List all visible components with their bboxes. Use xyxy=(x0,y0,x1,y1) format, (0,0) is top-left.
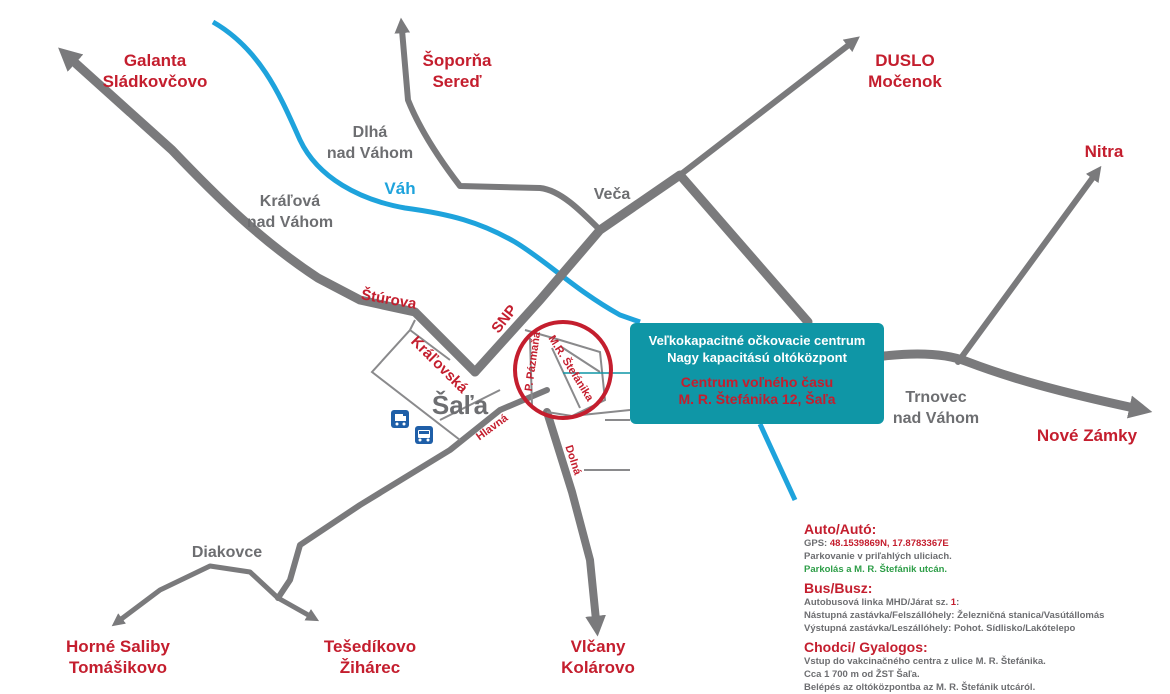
place-sladkovicovo: Sládkovčovo xyxy=(103,72,208,91)
info-car-line2: Parkovanie v priľahlých uliciach. xyxy=(804,551,952,562)
info-bus-line2: Nástupná zastávka/Felszállóhely: Železni… xyxy=(804,610,1105,621)
place-nitra: Nitra xyxy=(1085,142,1124,161)
vaccination-centre-marker xyxy=(513,320,613,420)
place-mocenok: Močenok xyxy=(868,72,942,91)
place-kralova-2: nad Váhom xyxy=(247,214,333,231)
callout-title-hu: Nagy kapacitású oltóközpont xyxy=(667,350,847,365)
road-horne-saliby xyxy=(111,563,281,627)
road-galanta xyxy=(58,47,420,317)
place-nove-zamky: Nové Zámky xyxy=(1037,426,1138,445)
streets-grid-west xyxy=(370,319,501,441)
river-vah-south xyxy=(757,422,798,502)
place-horne-saliby: Horné Saliby xyxy=(66,637,170,656)
road-vlcany xyxy=(543,408,606,637)
place-dlha-1: Dlhá xyxy=(353,124,388,141)
info-walk-line2: Cca 1 700 m od ŽST Šaľa. xyxy=(804,669,920,680)
road-nove-zamky xyxy=(879,349,1153,419)
place-trnovec-2: nad Váhom xyxy=(893,410,979,427)
place-sered: Sereď xyxy=(432,72,482,91)
place-trnovec-1: Trnovec xyxy=(905,389,966,406)
callout-venue: Centrum voľného času xyxy=(680,374,834,390)
bus-icon xyxy=(415,426,433,444)
place-soporna: Šoporňa xyxy=(423,51,492,70)
info-bus-line3: Výstupná zastávka/Leszállóhely: Pohot. S… xyxy=(804,623,1076,634)
road-nitra xyxy=(955,165,1102,365)
road-hlavna xyxy=(275,387,550,601)
road-duslo xyxy=(597,36,860,233)
place-ziharec: Žihárec xyxy=(340,658,400,677)
place-galanta: Galanta xyxy=(124,51,187,70)
place-diakovce: Diakovce xyxy=(192,544,262,561)
place-vlcany: Vlčany xyxy=(571,637,626,656)
info-walk-heading: Chodci/ Gyalogos: xyxy=(804,639,928,655)
info-walk-line3: Belépés az oltóközpontba az M. R. Štefán… xyxy=(804,682,1036,693)
info-walk-line1: Vstup do vakcinačného centra z ulice M. … xyxy=(804,656,1046,667)
info-bus-heading: Bus/Busz: xyxy=(804,580,873,596)
info-gps: GPS: 48.1539869N, 17.8783367E xyxy=(804,538,949,549)
place-kolarovo: Kolárovo xyxy=(561,658,635,677)
place-tesedikovo: Tešedíkovo xyxy=(324,637,416,656)
streets-grid-center xyxy=(524,329,607,418)
gps-value: 48.1539869N, 17.8783367E xyxy=(829,538,949,549)
town-sala: Šaľa xyxy=(432,390,489,420)
place-veca: Veča xyxy=(594,186,631,203)
info-car-heading: Auto/Autó: xyxy=(804,521,877,537)
place-kralova-1: Kráľová xyxy=(260,193,321,210)
info-bus-line1: Autobusová linka MHD/Járat sz. 1: xyxy=(804,597,960,608)
callout-title-sk: Veľkokapacitné očkovacie centrum xyxy=(648,333,866,348)
river-vah xyxy=(211,19,641,325)
train-icon xyxy=(391,410,409,428)
road-soporna xyxy=(394,17,603,233)
info-car-line3: Parkolás a M. R. Štefánik utcán. xyxy=(804,564,948,575)
streets-grid-east xyxy=(571,409,631,471)
callout-address: M. R. Štefánika 12, Šaľa xyxy=(678,391,836,407)
place-dlha-2: nad Váhom xyxy=(327,145,413,162)
road-kralovska xyxy=(410,307,480,377)
river-vah-label: Váh xyxy=(384,179,415,198)
road-tesedikovo xyxy=(275,595,320,622)
directions-info: Auto/Autó: GPS: 48.1539869N, 17.8783367E… xyxy=(804,517,1170,694)
vaccination-centre-callout: Veľkokapacitné očkovacie centrum Nagy ka… xyxy=(630,323,884,424)
place-duslo: DUSLO xyxy=(875,51,935,70)
place-tomasikovo: Tomášikovo xyxy=(69,658,167,677)
